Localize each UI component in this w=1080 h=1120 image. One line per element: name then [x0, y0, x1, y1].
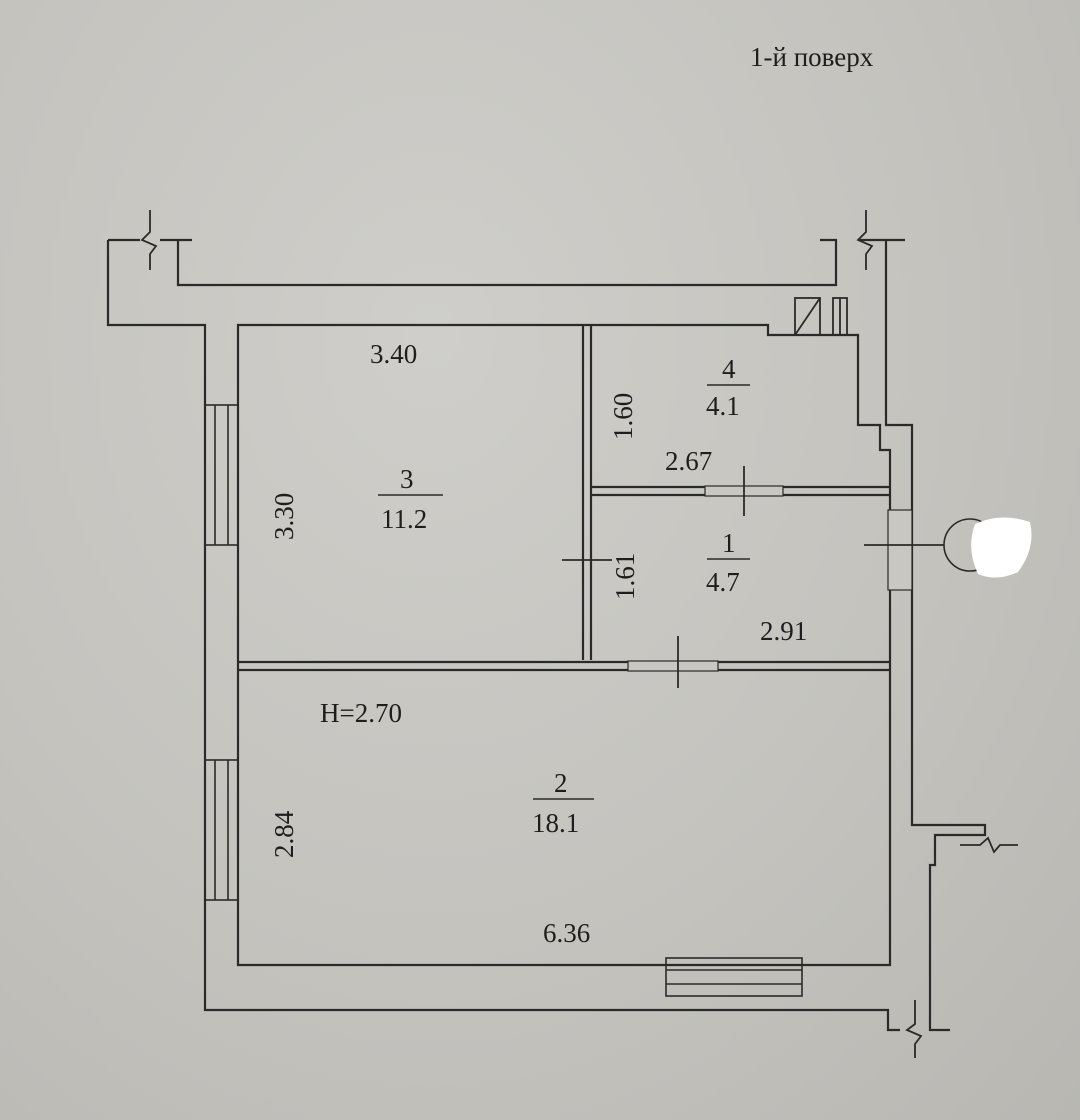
inner-wall — [236, 323, 892, 967]
vent-duct-1-diag — [794, 297, 821, 336]
outer-wall — [106, 238, 987, 1032]
wall-break-bottomright — [905, 1000, 923, 1058]
entrance-symbol-redaction — [971, 517, 1032, 578]
room-3-area: 11.2 — [381, 504, 427, 534]
entrance-opening — [887, 509, 913, 591]
window-bottom — [665, 957, 803, 997]
door-opening-2 — [627, 660, 719, 672]
room-4-width: 2.67 — [665, 446, 712, 476]
room-4-depth: 1.60 — [608, 393, 638, 440]
room-2-area: 18.1 — [532, 808, 579, 838]
room-4-area: 4.1 — [706, 391, 740, 421]
room-3-depth: 3.30 — [269, 493, 299, 540]
wall-break-topright — [856, 210, 874, 270]
vent-duct-1 — [794, 297, 821, 336]
room-2-depth: 2.84 — [269, 810, 299, 858]
wall-break-right — [960, 836, 1018, 854]
wall-break-topleft — [140, 210, 158, 270]
room-2-number: 2 — [554, 768, 568, 798]
floor-title: 1-й поверх — [750, 42, 874, 72]
room-1-width: 2.91 — [760, 616, 807, 646]
room-1-depth: 1.61 — [610, 553, 640, 600]
window-left-upper — [204, 404, 239, 546]
window-left-lower — [204, 759, 239, 901]
room-3-number: 3 — [400, 464, 414, 494]
room-2-width: 6.36 — [543, 918, 590, 948]
partition-horizontal-main — [238, 660, 890, 672]
ceiling-height: H=2.70 — [320, 698, 402, 728]
room-1-area: 4.7 — [706, 567, 740, 597]
room-1-number: 1 — [722, 528, 736, 558]
partition-vertical — [581, 325, 593, 660]
room-4-number: 4 — [722, 354, 736, 384]
room-3-width: 3.40 — [370, 339, 417, 369]
